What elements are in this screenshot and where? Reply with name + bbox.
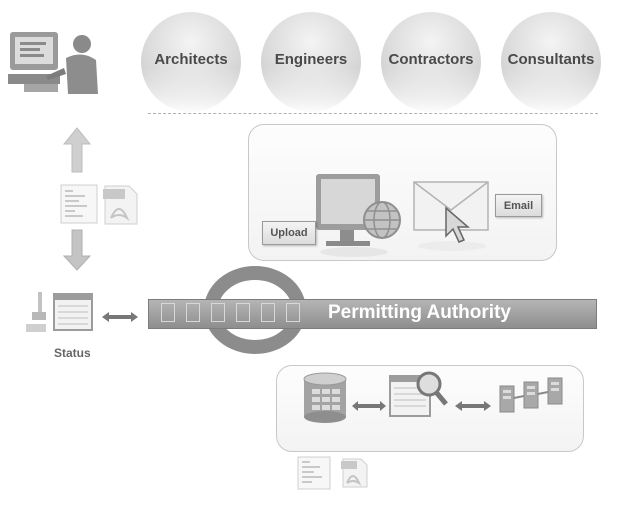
cube-icon [211, 303, 225, 322]
cube-icon [236, 303, 250, 322]
monitor-globe-icon [316, 174, 401, 257]
role-label: Architects [154, 51, 228, 68]
role-architects: Architects [141, 12, 241, 112]
email-tag: Email [495, 194, 542, 217]
role-contractors: Contractors [381, 12, 481, 112]
role-label: Engineers [274, 51, 348, 68]
role-engineers: Engineers [261, 12, 361, 112]
role-label: Contractors [388, 51, 474, 68]
down-arrow-icon [62, 229, 92, 271]
double-arrow-icon [352, 401, 386, 411]
document-icon [297, 456, 331, 490]
cube-icon [161, 303, 175, 322]
report-search-icon [389, 371, 448, 417]
pdf-icon [341, 458, 368, 488]
servers-icon [499, 377, 563, 413]
upload-tag: Upload [262, 221, 316, 245]
authority-label: Permitting Authority [328, 302, 511, 323]
status-report-icon [26, 292, 93, 332]
role-label: Consultants [507, 51, 595, 68]
database-icon [303, 372, 347, 423]
up-arrow-icon [62, 127, 92, 173]
role-consultants: Consultants [501, 12, 601, 112]
submission-panel [248, 124, 557, 261]
cube-icon [261, 303, 275, 322]
email-envelope-icon [413, 181, 489, 251]
cube-icon [186, 303, 200, 322]
user-computer-icon [8, 32, 98, 94]
divider-line [148, 113, 598, 114]
permitting-authority-bar [148, 299, 597, 329]
document-icon [60, 184, 98, 224]
status-label: Status [54, 346, 91, 360]
pdf-icon [103, 185, 138, 225]
cube-icon [286, 303, 300, 322]
double-arrow-icon [102, 312, 138, 322]
double-arrow-icon [455, 401, 491, 411]
